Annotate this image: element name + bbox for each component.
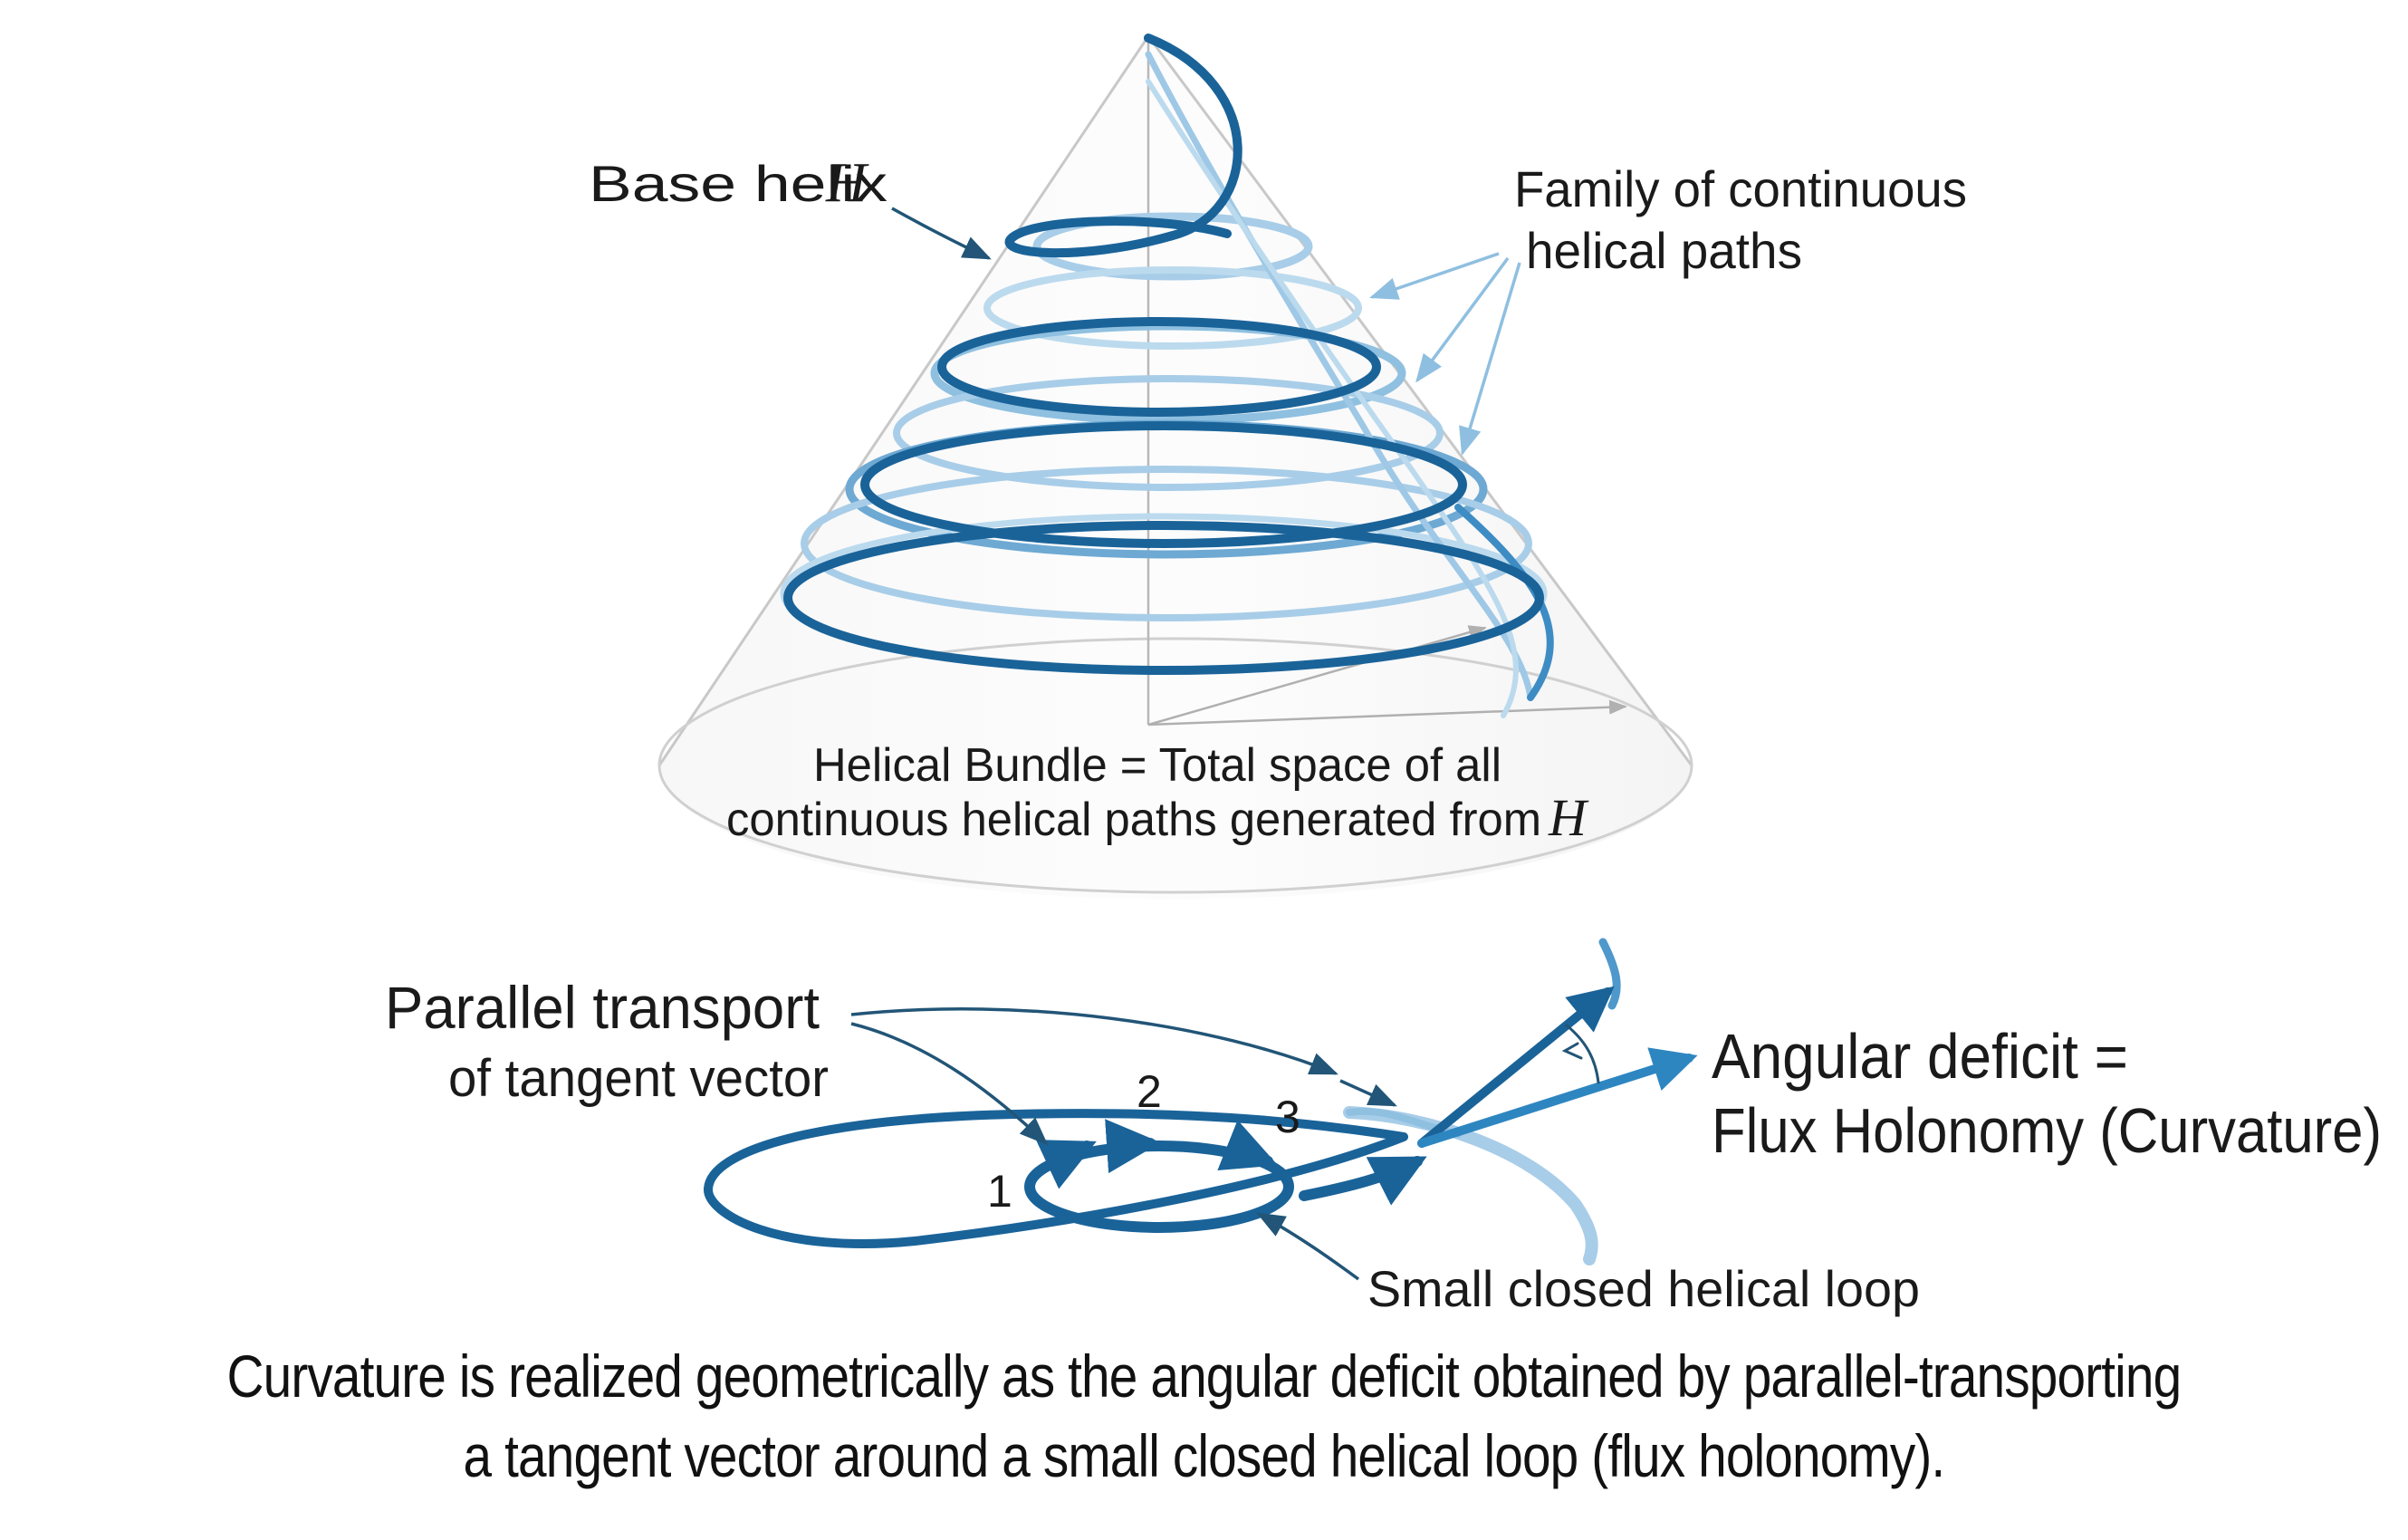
parallel-transport-line1: Parallel transport <box>385 974 820 1041</box>
small-loop-label: Small closed helical loop <box>1367 1260 1920 1317</box>
base-helix-symbol: H <box>825 152 869 214</box>
caption-line2: a tangent vector around a small closed h… <box>463 1422 1946 1489</box>
upper-callout-arrows <box>891 207 1521 457</box>
bundle-label-line2: continuous helical paths generated from <box>726 794 1541 846</box>
point-label-1: 1 <box>987 1166 1012 1217</box>
point-label-2: 2 <box>1137 1066 1162 1117</box>
base-helix-label: Base helix <box>589 155 887 212</box>
figure-caption: Curvature is realized geometrically as t… <box>168 1336 2240 1496</box>
holonomy-loop <box>704 938 1698 1266</box>
bundle-symbol: H <box>1548 788 1589 847</box>
family-label-line2: helical paths <box>1526 222 1802 279</box>
caption-line1: Curvature is realized geometrically as t… <box>226 1343 2183 1410</box>
base-helix <box>783 34 1544 675</box>
angular-deficit-line2: Flux Holonomy (Curvature) <box>1712 1095 2382 1166</box>
parallel-transport-line2: of tangent vector <box>448 1049 829 1108</box>
angular-deficit-line1: Angular deficit = <box>1712 1021 2128 1092</box>
lower-callout-arrows <box>850 1007 1397 1281</box>
point-label-3: 3 <box>1275 1092 1300 1142</box>
family-label-line1: Family of continuous <box>1514 160 1967 217</box>
bundle-label-line1: Helical Bundle = Total space of all <box>813 739 1501 792</box>
